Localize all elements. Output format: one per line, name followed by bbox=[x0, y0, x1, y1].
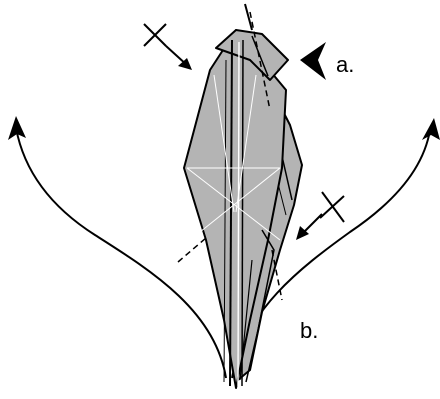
step-label-b: b. bbox=[300, 318, 319, 343]
push-arrowhead bbox=[300, 42, 326, 80]
spread-arrow-left bbox=[8, 116, 227, 379]
crane-base-figure bbox=[183, 29, 289, 389]
fold-guide-left bbox=[177, 237, 207, 263]
valley-fold-arrow-right bbox=[296, 191, 345, 240]
fold-guide-top bbox=[249, 11, 271, 111]
step-label-a: a. bbox=[336, 52, 355, 77]
fold-guide-right bbox=[271, 249, 283, 301]
valley-fold-arrow-top-left bbox=[143, 23, 192, 70]
